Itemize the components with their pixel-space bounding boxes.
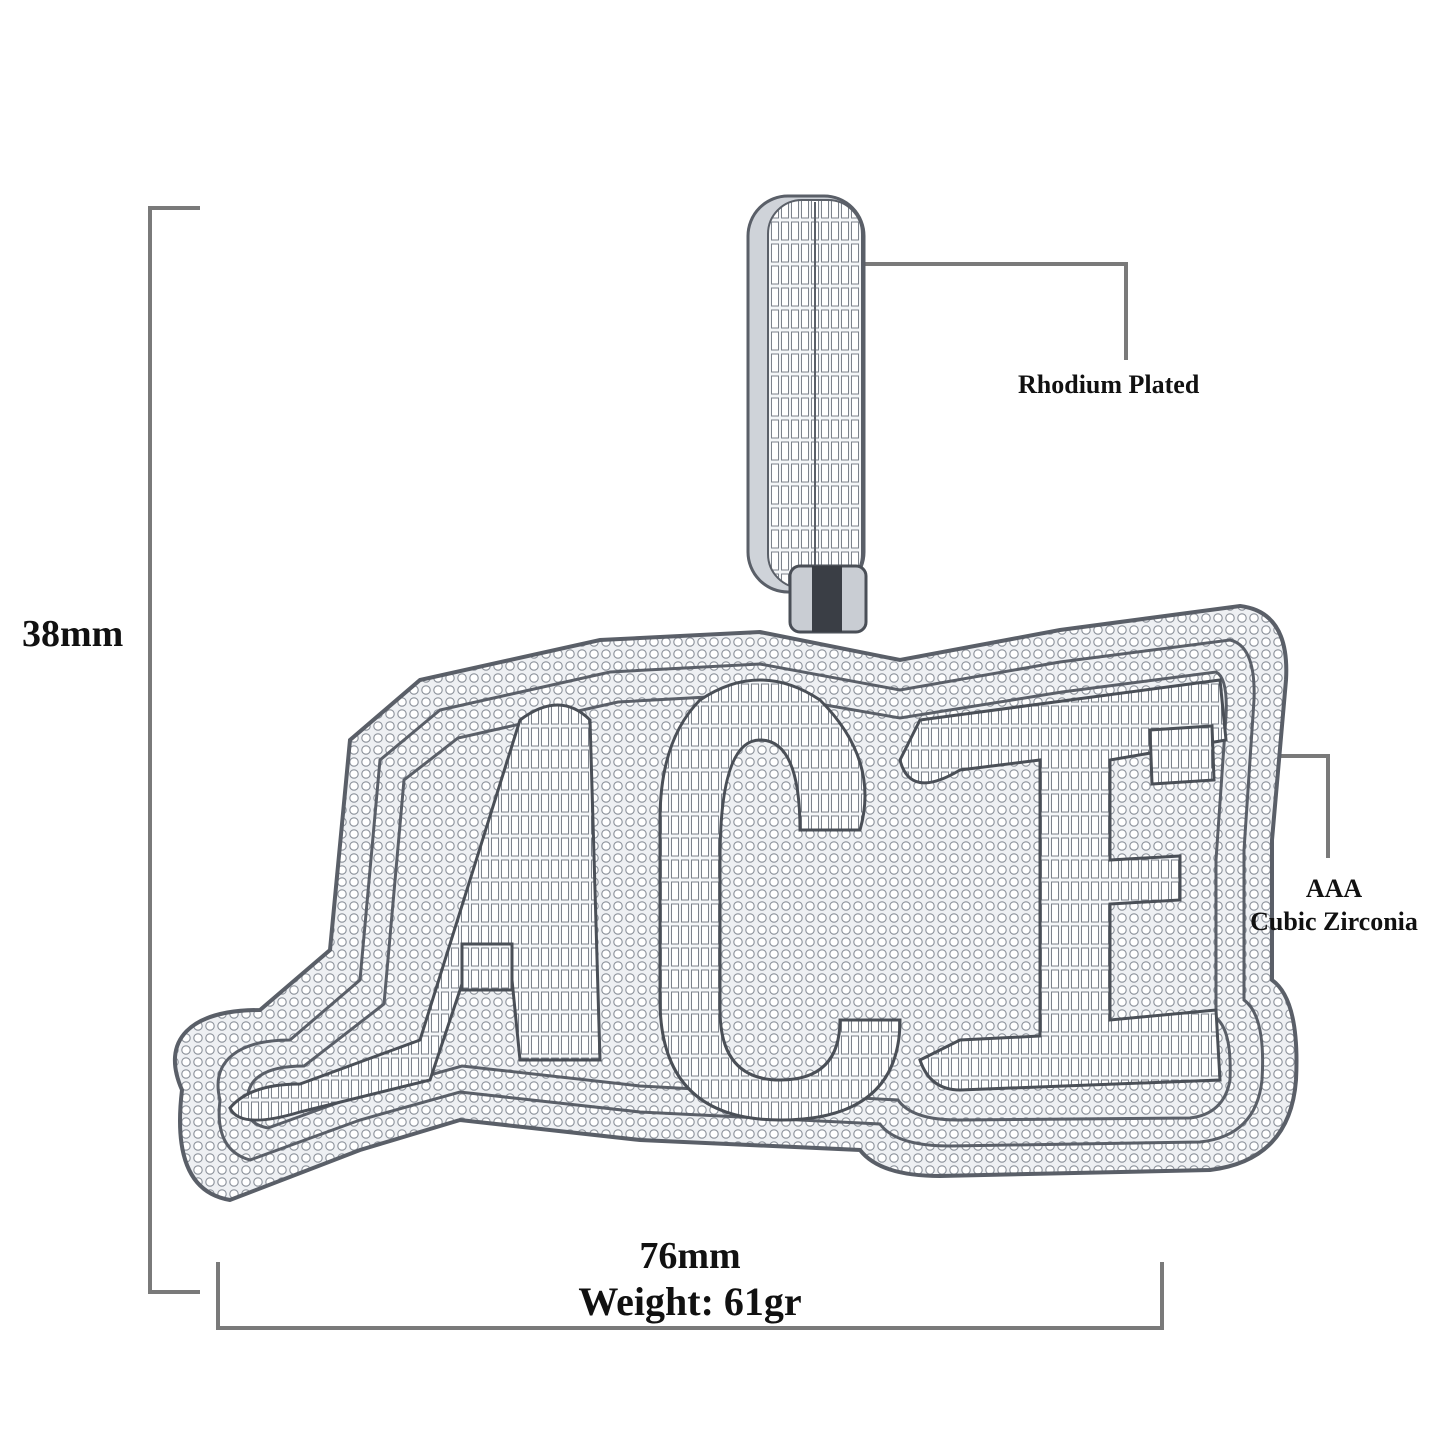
width-dimension-label: 76mm	[639, 1235, 741, 1277]
bail-loop	[746, 194, 866, 594]
pendant-lettering	[228, 678, 1228, 1122]
weight-label: Weight: 61gr	[578, 1279, 802, 1324]
bail-connector	[788, 564, 868, 634]
height-dimension-label: 38mm	[22, 613, 124, 655]
stone-grade-text: AAA	[1305, 874, 1363, 903]
height-dimension-bracket	[148, 206, 200, 1294]
stone-callout: AAA Cubic Zirconia	[1226, 872, 1440, 938]
stone-type-text: Cubic Zirconia	[1250, 907, 1418, 936]
plating-callout: Rhodium Plated	[1018, 370, 1200, 399]
width-dimension-bracket	[216, 1262, 1164, 1330]
plating-leader-line	[852, 262, 1128, 360]
